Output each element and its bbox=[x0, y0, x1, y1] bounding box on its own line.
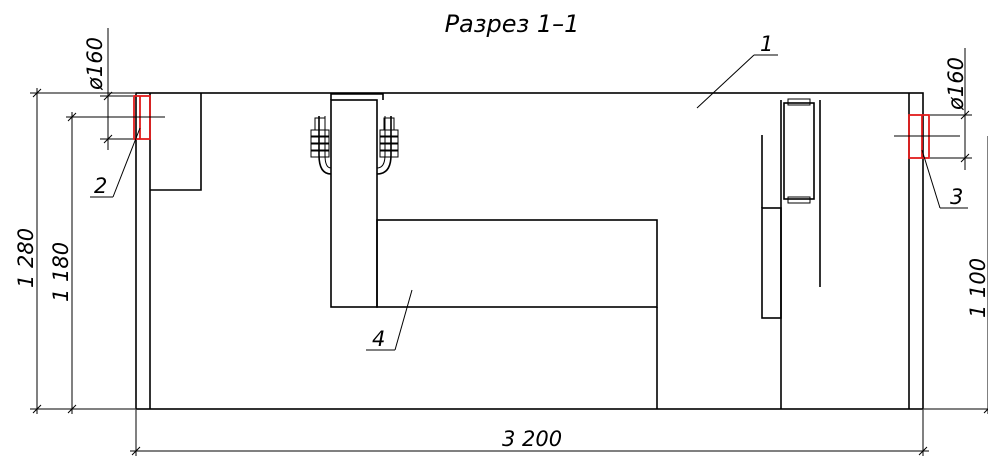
length-dimension-3200: 3 200 bbox=[130, 410, 929, 456]
height-1280-label: 1 280 bbox=[14, 228, 38, 288]
right-hanger bbox=[376, 116, 399, 175]
callout-2: 2 bbox=[90, 127, 141, 198]
outlet-diameter-dimension: ø160 bbox=[930, 48, 972, 170]
sorption-block bbox=[761, 98, 821, 409]
inlet-pipe bbox=[100, 95, 165, 140]
outlet-pipe bbox=[894, 114, 960, 159]
callout-2-label: 2 bbox=[94, 174, 107, 198]
outlet-diameter-label: ø160 bbox=[944, 57, 968, 111]
height-1180-label: 1 180 bbox=[49, 242, 73, 302]
height-dimension-1180: 1 180 bbox=[49, 112, 100, 414]
callout-4: 4 bbox=[366, 289, 413, 351]
center-module bbox=[330, 93, 384, 308]
left-hanger bbox=[310, 116, 332, 175]
callout-1: 1 bbox=[696, 32, 778, 109]
callout-4-label: 4 bbox=[372, 327, 385, 351]
section-title: Разрез 1–1 bbox=[445, 10, 580, 38]
tank-body bbox=[135, 92, 924, 410]
callout-3-label: 3 bbox=[950, 185, 963, 209]
callout-3: 3 bbox=[921, 149, 968, 209]
inlet-compartment bbox=[150, 93, 202, 191]
length-3200-label: 3 200 bbox=[502, 427, 562, 451]
inlet-diameter-label: ø160 bbox=[83, 37, 107, 91]
height-1100-label: 1 100 bbox=[966, 258, 988, 318]
height-dimension-1280: 1 280 bbox=[14, 88, 135, 414]
callout-1-label: 1 bbox=[760, 32, 773, 56]
filter-media bbox=[376, 219, 658, 409]
height-dimension-1100: 1 100 bbox=[924, 136, 988, 414]
inlet-diameter-dimension: ø160 bbox=[83, 28, 133, 150]
